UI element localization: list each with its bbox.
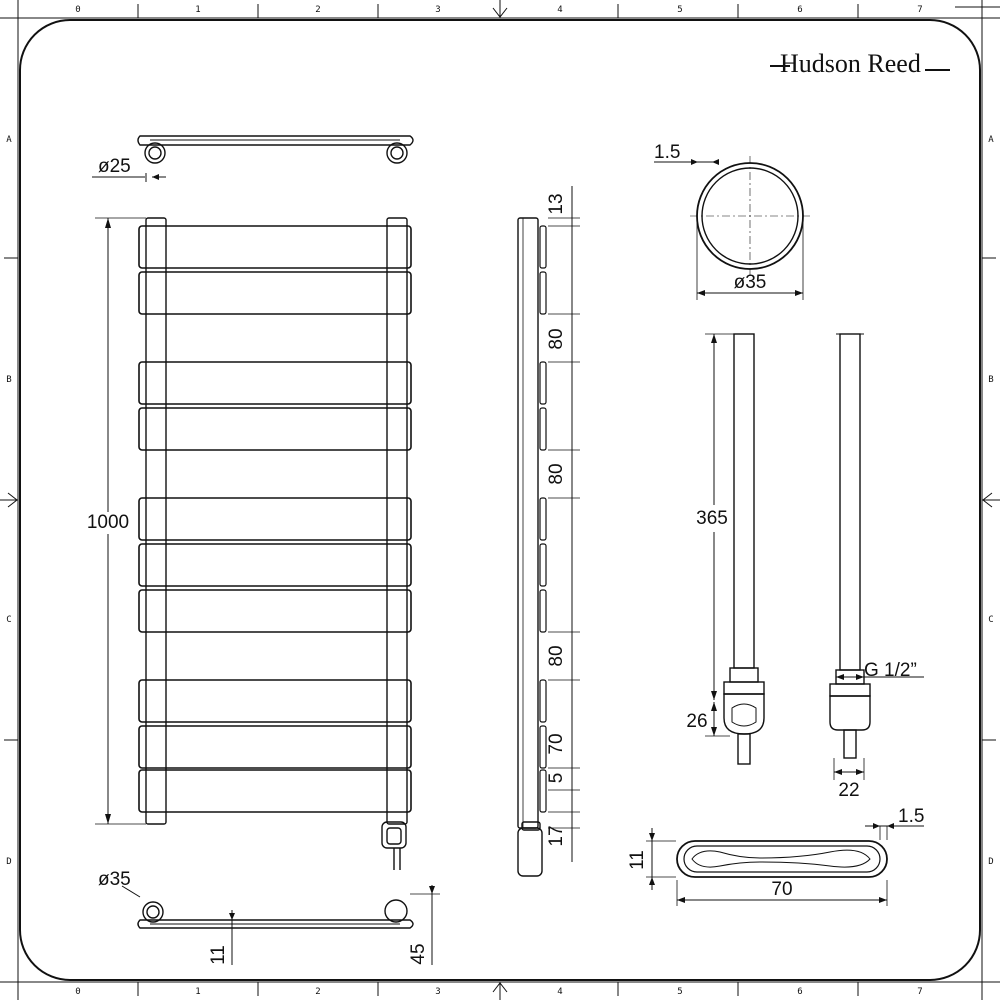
grid-col-label-top: 0 <box>75 5 80 15</box>
top-plan-view: ø25 <box>92 135 414 182</box>
dim-side-gap-80-b: 80 <box>546 463 567 484</box>
side-elevation: 13 80 80 80 70 5 17 <box>517 186 580 877</box>
grid-col-label-top: 7 <box>917 5 922 15</box>
grid-row-label-right: B <box>988 375 993 385</box>
left-grid-ruler <box>0 0 19 1000</box>
grid-col-label-bottom: 2 <box>315 987 320 997</box>
grid-col-label-bottom: 0 <box>75 987 80 997</box>
bottom-grid-ruler <box>0 981 1000 1000</box>
dim-side-top-13: 13 <box>546 193 567 214</box>
grid-row-label-right: A <box>988 135 994 145</box>
brand-name: Hudson Reed <box>780 49 921 78</box>
bottom-plan-view: ø35 11 45 <box>98 869 440 965</box>
dim-element-length: 365 <box>696 508 728 529</box>
dim-side-gap-80-c: 80 <box>546 645 567 666</box>
dim-height: 1000 <box>87 512 129 533</box>
dim-tube-wall: 1.5 <box>654 142 680 163</box>
heating-element-side: G 1/2” 22 <box>829 333 924 801</box>
grid-col-label-top: 1 <box>195 5 200 15</box>
drawing-border <box>19 19 981 981</box>
dim-flat-width: 70 <box>771 879 792 900</box>
dim-element-head: 26 <box>686 711 707 732</box>
dim-thread: G 1/2” <box>864 660 917 681</box>
dim-flat-wall: 1.5 <box>898 806 924 827</box>
grid-row-label-left: D <box>6 857 11 867</box>
grid-col-label-bottom: 7 <box>917 987 922 997</box>
dim-element-width: 22 <box>838 780 859 801</box>
dim-side-70: 70 <box>546 733 567 754</box>
grid-row-label-left: C <box>6 615 11 625</box>
grid-row-label-right: C <box>988 615 993 625</box>
grid-col-label-bottom: 5 <box>677 987 682 997</box>
grid-col-label-bottom: 4 <box>557 987 562 997</box>
grid-col-label-bottom: 6 <box>797 987 802 997</box>
panel-cross-section: 11 70 1.5 <box>627 806 924 906</box>
dim-side-17: 17 <box>546 825 567 846</box>
grid-col-label-top: 4 <box>557 5 562 15</box>
top-grid-ruler <box>0 0 1000 19</box>
dim-bottom-depth-45: 45 <box>408 943 429 964</box>
dim-side-5: 5 <box>546 773 567 784</box>
grid-col-label-bottom: 3 <box>435 987 440 997</box>
grid-col-label-top: 2 <box>315 5 320 15</box>
dim-side-gap-80-a: 80 <box>546 328 567 349</box>
dim-flat-height: 11 <box>627 850 648 870</box>
dim-top-pipe-diameter: ø25 <box>98 156 131 177</box>
dim-bottom-offset-11: 11 <box>208 945 229 965</box>
heating-element-front: 365 26 <box>686 333 765 765</box>
front-elevation: 1000 <box>87 217 412 870</box>
grid-row-label-left: B <box>6 375 11 385</box>
dim-bottom-pipe-diameter: ø35 <box>98 869 131 890</box>
tube-cross-section: 1.5 ø35 <box>654 142 810 300</box>
grid-col-label-bottom: 1 <box>195 987 200 997</box>
grid-row-label-left: A <box>6 135 12 145</box>
right-grid-ruler <box>981 0 1000 1000</box>
grid-col-label-top: 3 <box>435 5 440 15</box>
grid-col-label-top: 6 <box>797 5 802 15</box>
dim-tube-diameter: ø35 <box>734 272 767 293</box>
grid-row-label-right: D <box>988 857 993 867</box>
grid-col-label-top: 5 <box>677 5 682 15</box>
brand-logo: Hudson Reed <box>770 49 950 78</box>
